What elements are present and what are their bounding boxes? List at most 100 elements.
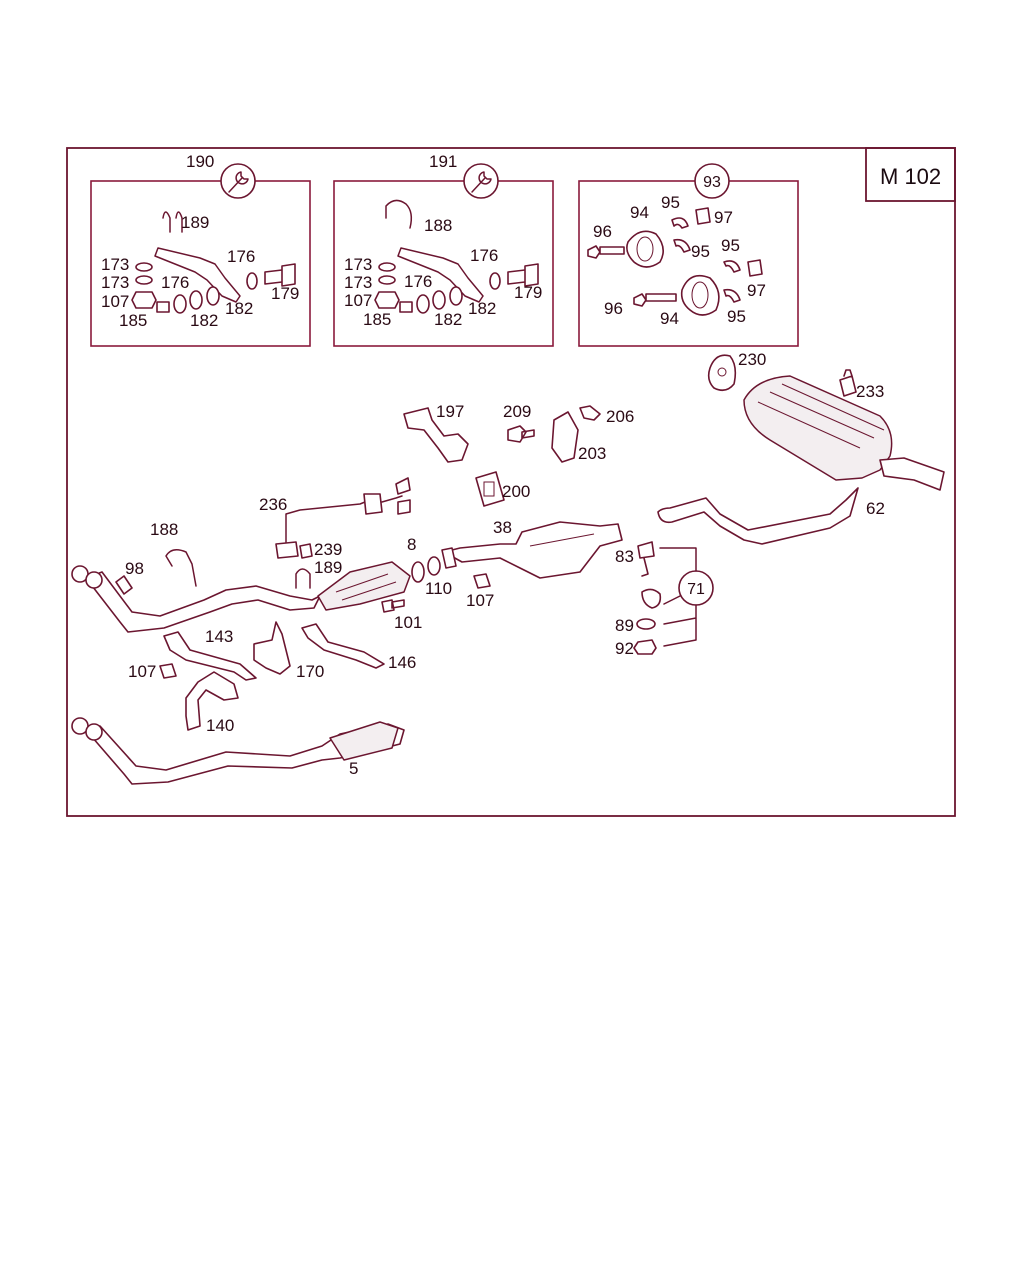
bracket-146	[301, 623, 385, 669]
nut-107	[374, 291, 400, 309]
clamp-71	[641, 588, 662, 609]
u-bolt-189	[162, 211, 183, 233]
label-38: 38	[493, 518, 512, 537]
front-pipe-assembly[interactable]	[71, 561, 411, 633]
washer-176	[489, 272, 501, 290]
bracket-188	[385, 199, 413, 229]
buffer-233	[839, 369, 857, 397]
bracket-140	[185, 671, 239, 731]
label-236: 236	[259, 495, 287, 514]
rubber-ring-94	[626, 230, 664, 268]
clip-95b	[673, 238, 691, 253]
label-96b: 96	[604, 299, 623, 318]
label-89: 89	[615, 616, 634, 635]
washer-173	[135, 262, 153, 272]
bracket-203	[551, 411, 579, 463]
label-98: 98	[125, 559, 144, 578]
kit-190[interactable]: 190 189 176 173 173 176 179 107 185 182 …	[90, 152, 311, 347]
label-107: 107	[101, 292, 129, 311]
rubber-ring-94-hole	[636, 236, 654, 262]
label-203: 203	[578, 444, 606, 463]
callout-group-71[interactable]: 71	[633, 541, 714, 655]
bracket-143	[163, 631, 257, 681]
kit-190-number: 190	[186, 152, 214, 171]
label-189: 189	[181, 213, 209, 232]
label-101: 101	[394, 613, 422, 632]
rubber-ring-94b-hole	[691, 281, 709, 309]
bracket-176	[154, 247, 241, 303]
rubber-182b	[189, 290, 203, 310]
label-230: 230	[738, 350, 766, 369]
clip-95	[671, 217, 689, 229]
kit-93[interactable]: 93 95 94 96 97 95 95 96 94 97 95	[578, 163, 799, 347]
rubber-182c	[449, 286, 463, 306]
rear-silencer-62[interactable]	[657, 375, 945, 545]
label-179: 179	[514, 283, 542, 302]
rubber-ring-94b	[680, 274, 720, 316]
label-97: 97	[714, 208, 733, 227]
lambda-sensor-236[interactable]	[275, 477, 411, 559]
label-110: 110	[425, 579, 452, 598]
label-185: 185	[363, 310, 391, 329]
bracket-188	[165, 549, 197, 587]
label-107: 107	[466, 591, 494, 610]
ring-8	[411, 561, 425, 583]
kit-93-number: 93	[703, 174, 721, 191]
label-182b: 182	[468, 299, 496, 318]
intermediate-pipe-38[interactable]	[441, 521, 623, 579]
label-107: 107	[344, 291, 372, 310]
pipe-clamp	[441, 547, 457, 569]
label-200: 200	[502, 482, 530, 501]
label-188: 188	[150, 520, 178, 539]
label-173b: 173	[101, 273, 129, 292]
bolt-head-96	[587, 245, 601, 259]
wrench-icon	[463, 163, 499, 199]
rubber-mount-200	[475, 471, 505, 507]
label-94b: 94	[660, 309, 679, 328]
washer-176	[246, 272, 258, 290]
rubber-mount-200-slot	[483, 481, 495, 497]
label-182: 182	[190, 311, 218, 330]
diagram-frame	[66, 147, 956, 817]
label-97b: 97	[747, 281, 766, 300]
bracket-176	[397, 247, 484, 303]
label-176: 176	[227, 247, 255, 266]
rubber-182	[173, 294, 187, 314]
label-95b: 95	[691, 242, 710, 261]
washer-89	[636, 618, 656, 630]
label-83: 83	[615, 547, 634, 566]
rubber-182	[416, 294, 430, 314]
converter-5	[329, 721, 399, 761]
bolt-206	[579, 405, 601, 421]
label-94: 94	[630, 203, 649, 222]
kit-191-number: 191	[429, 152, 457, 171]
nut-92	[633, 639, 657, 655]
tailpipe	[879, 457, 945, 491]
model-code: M 102	[880, 164, 941, 189]
nut-107b	[159, 663, 177, 679]
bolt-shank-96	[599, 246, 625, 255]
label-173b: 173	[344, 273, 372, 292]
label-140: 140	[206, 716, 234, 735]
flange-right	[85, 571, 103, 589]
label-188: 188	[424, 216, 452, 235]
label-182: 182	[434, 310, 462, 329]
label-62: 62	[866, 499, 885, 518]
label-182b: 182	[225, 299, 253, 318]
model-code-box: M 102	[865, 147, 956, 202]
label-197: 197	[436, 402, 464, 421]
bolt-shank-96b	[645, 293, 677, 302]
label-5: 5	[349, 759, 358, 778]
kit-93-callout: 93	[694, 163, 730, 199]
kit-191[interactable]: 191 188 176 173 173 176 179 107 185 182 …	[333, 152, 554, 347]
u-bolt-189	[295, 568, 311, 589]
flange-5-right	[85, 723, 103, 741]
label-189: 189	[314, 558, 342, 577]
washer-173	[378, 262, 396, 272]
front-pipe-5[interactable]	[71, 717, 405, 785]
washer-173b	[135, 275, 153, 285]
bolt-98	[115, 575, 133, 595]
bolt-83	[637, 541, 655, 577]
label-95c: 95	[721, 236, 740, 255]
nut-97b	[747, 259, 763, 277]
